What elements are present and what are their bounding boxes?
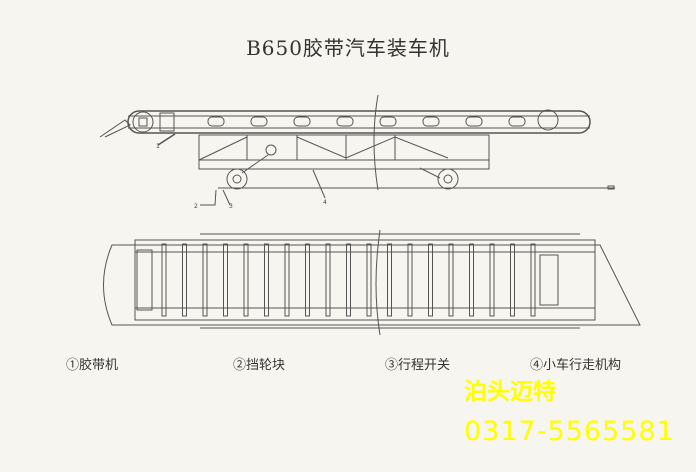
watermark-phone: 0317-5565581 (464, 416, 675, 447)
callout-3: 3 (229, 203, 233, 210)
legend-num: ③ (385, 358, 399, 373)
idler-roller (422, 116, 440, 127)
legend-num: ① (66, 358, 80, 373)
carrier-roller (510, 243, 515, 317)
legend-label: 胶带机 (79, 358, 119, 373)
callout-2: 2 (194, 203, 198, 210)
legend-num: ② (233, 358, 247, 373)
legend-num: ④ (530, 358, 544, 373)
carrier-roller (264, 243, 269, 317)
carrier-roller (489, 243, 495, 317)
carrier-roller (448, 243, 454, 317)
carrier-roller (407, 243, 413, 317)
carrier-roller (346, 243, 351, 317)
carrier-roller (469, 243, 474, 317)
idler-roller (465, 116, 483, 127)
top-view (103, 229, 641, 336)
legend-label: 小车行走机构 (543, 358, 622, 373)
side-view: 1 2 3 4 (99, 94, 615, 210)
drawing-title: B650胶带汽车装车机 (246, 36, 450, 60)
carrier-roller (202, 243, 208, 317)
carrier-roller (161, 243, 167, 317)
carrier-roller (428, 243, 433, 317)
legend-item-2: ②挡轮块 (233, 354, 285, 373)
legend-label: 挡轮块 (246, 358, 286, 373)
watermark-company: 泊头迈特 (464, 379, 556, 405)
carrier-roller (530, 243, 536, 317)
idler-roller (336, 116, 354, 127)
idler-roller (379, 116, 397, 127)
carrier-roller (305, 243, 310, 317)
legend-item-3: ③行程开关 (385, 354, 450, 373)
legend-item-4: ④小车行走机构 (530, 354, 621, 373)
idler-roller (293, 116, 311, 127)
idler-roller (508, 116, 526, 127)
callout-4: 4 (323, 199, 327, 206)
idler-roller (250, 116, 268, 127)
callout-1: 1 (156, 143, 160, 150)
carrier-roller (366, 243, 372, 317)
legend-item-1: ①胶带机 (66, 354, 118, 373)
carrier-roller (182, 243, 187, 317)
idler-roller (207, 116, 225, 127)
carrier-roller (387, 243, 392, 317)
carrier-roller (325, 243, 331, 317)
carrier-roller (223, 243, 228, 317)
carrier-roller (284, 243, 290, 317)
legend-label: 行程开关 (398, 358, 451, 373)
carrier-roller (243, 243, 249, 317)
